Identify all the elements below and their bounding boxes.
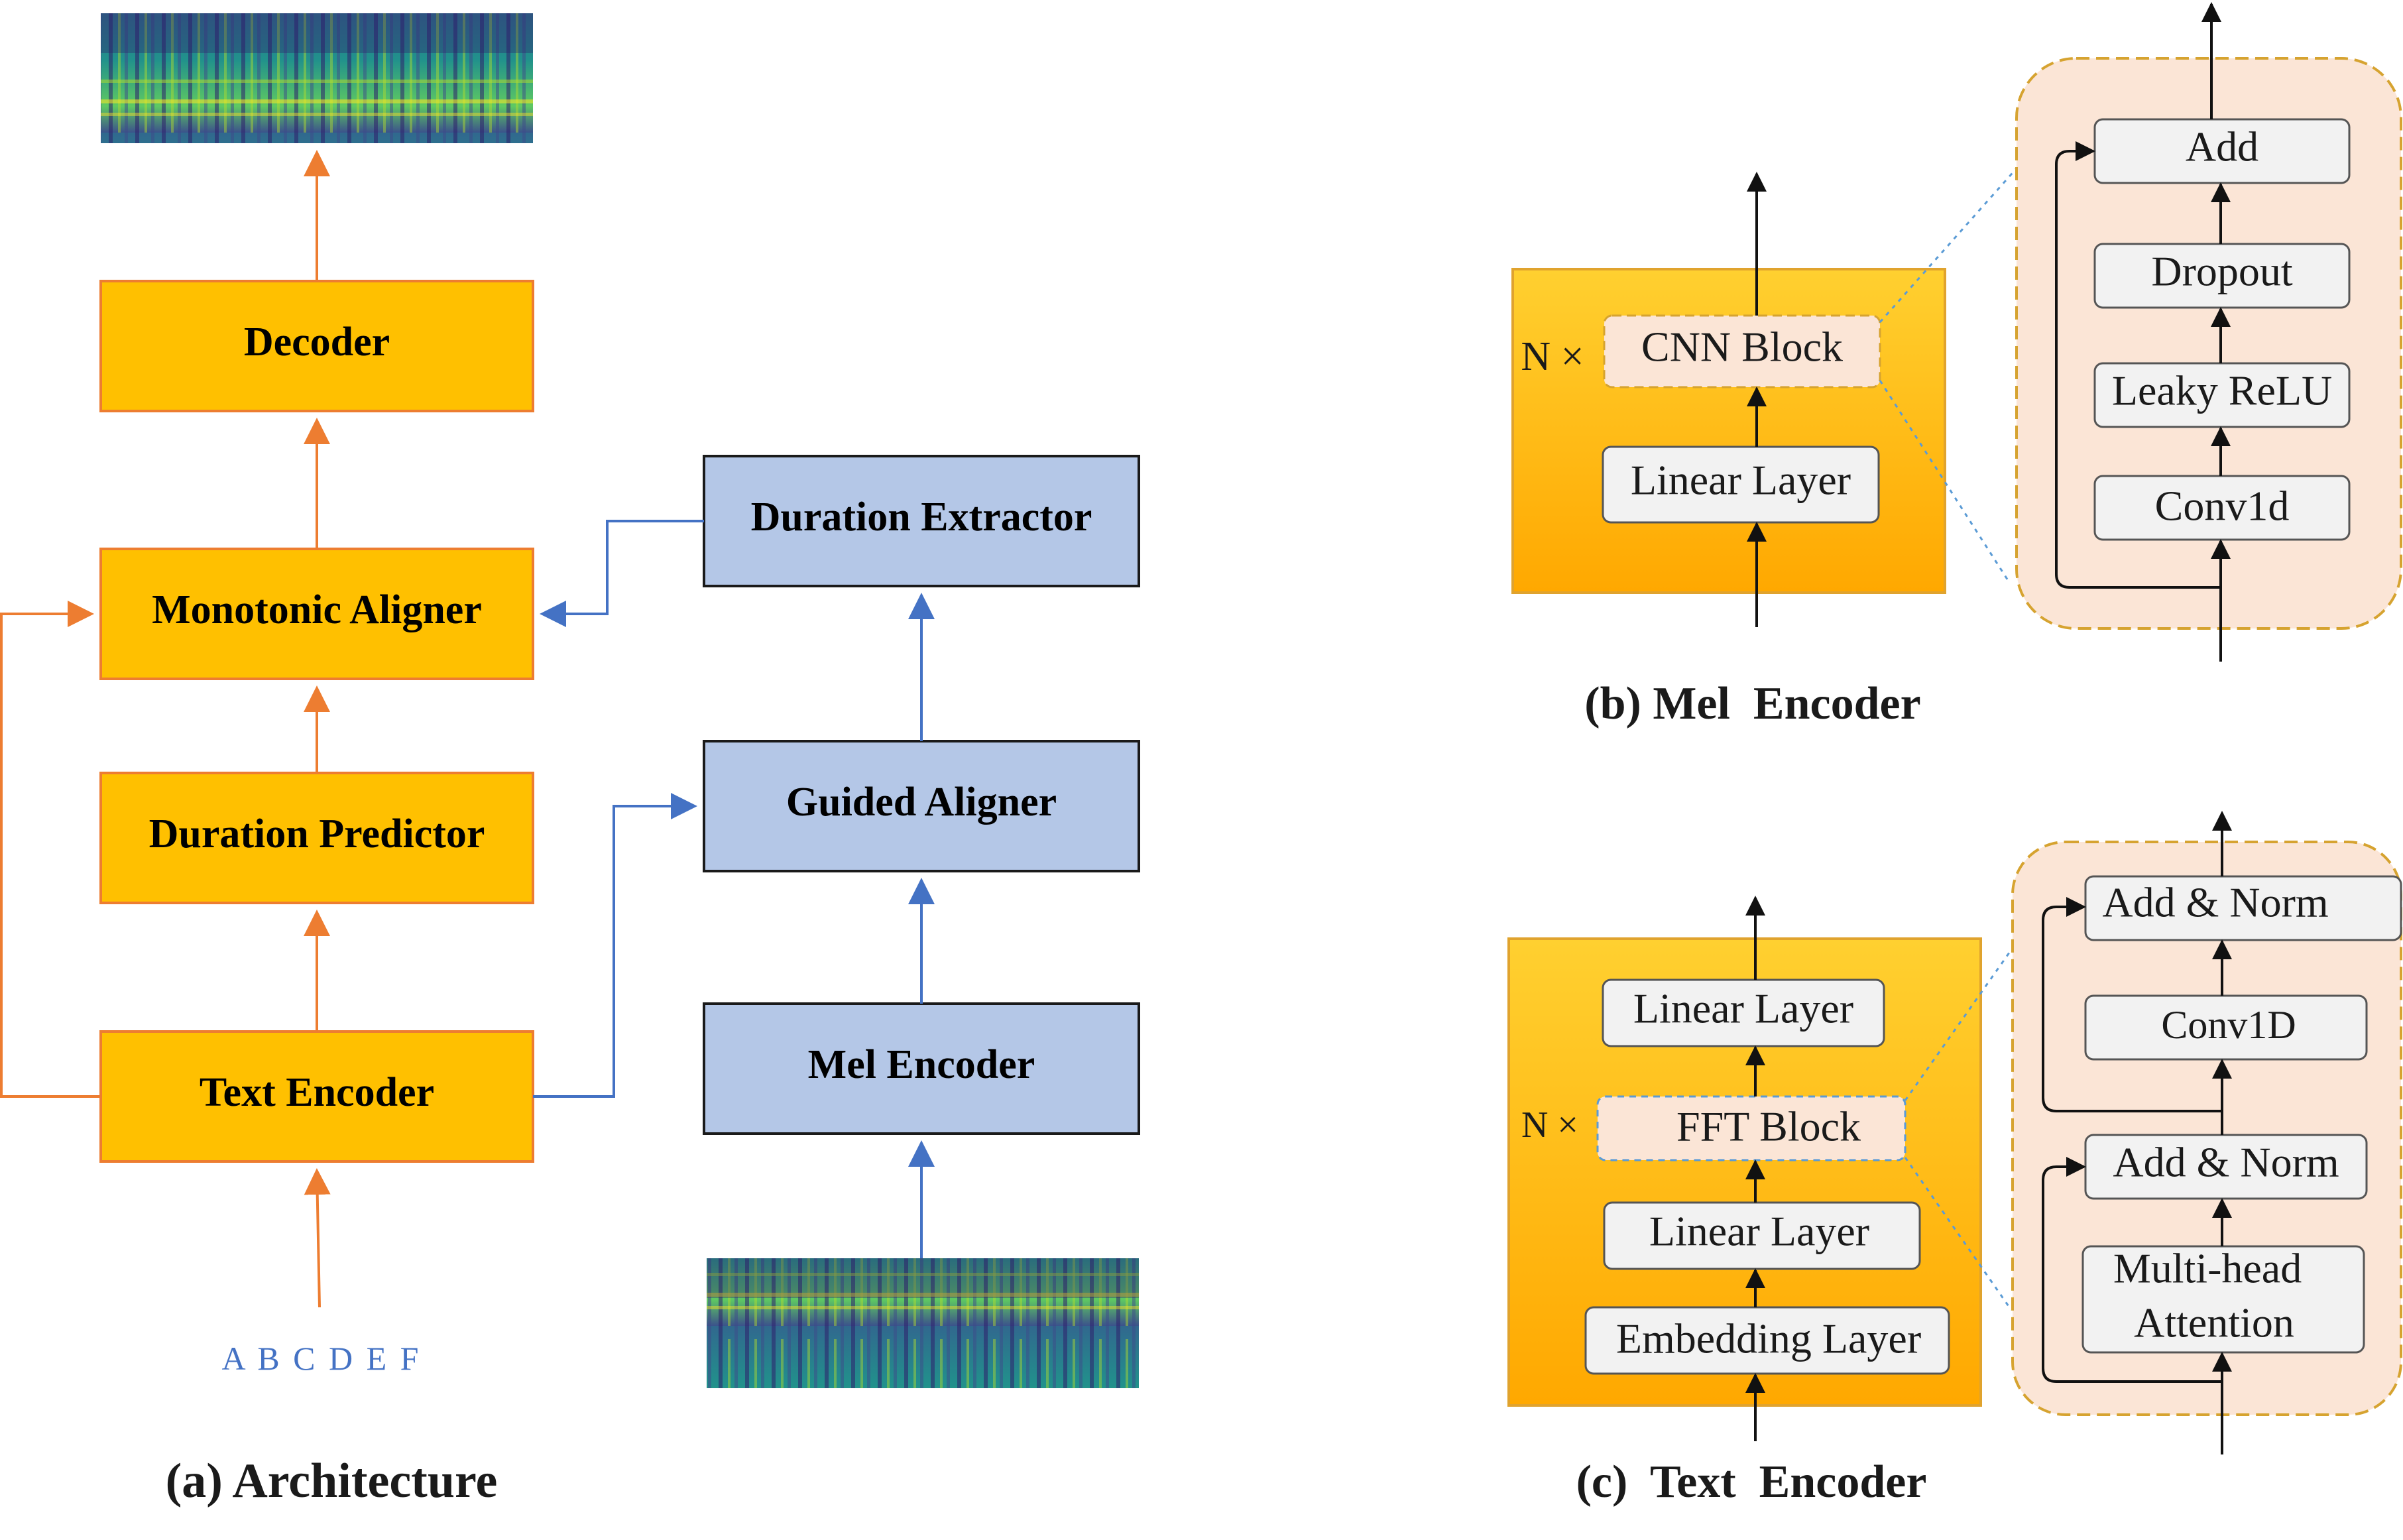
text-fft-block-label: FFT Block (1676, 1103, 1861, 1150)
fft-add-norm-top-box: Add & Norm (2084, 875, 2402, 941)
mel-cnn-block-label: CNN Block (1641, 324, 1843, 371)
caption-mel-encoder: (b) Mel Encoder (1584, 678, 1920, 729)
fft-multihead-line2: Attention (2134, 1299, 2294, 1346)
mel-encoder-label: Mel Encoder (808, 1042, 1035, 1087)
cnn-leaky-relu-label: Leaky ReLU (2112, 367, 2332, 414)
text-linear-layer-bottom: Linear Layer (1603, 1201, 1921, 1270)
decoder-box: Decoder (99, 280, 534, 412)
text-dotted-links (1904, 947, 2014, 1311)
mel-cnn-block: CNN Block (1603, 314, 1881, 388)
cnn-conv1d-label: Conv1d (2155, 483, 2290, 530)
duration-predictor-box: Duration Predictor (99, 772, 534, 904)
text-encoder-label: Text Encoder (200, 1070, 434, 1115)
cnn-dropout-label: Dropout (2151, 248, 2293, 295)
fft-conv1d-label: Conv1D (2161, 1003, 2296, 1047)
duration-extractor-box: Duration Extractor (703, 455, 1140, 587)
cnn-add-label: Add (2186, 123, 2258, 170)
mel-linear-layer: Linear Layer (1602, 445, 1880, 524)
monotonic-aligner-box: Monotonic Aligner (99, 548, 534, 680)
fft-multihead-attention-box: Multi-head Attention (2081, 1245, 2365, 1354)
blue-arrows (533, 520, 935, 1258)
fft-add-norm-bottom-label: Add & Norm (2113, 1139, 2339, 1186)
duration-extractor-label: Duration Extractor (751, 495, 1092, 540)
mel-linear-layer-label: Linear Layer (1631, 457, 1851, 504)
text-linear-layer-top-label: Linear Layer (1633, 985, 1853, 1032)
text-fft-block: FFT Block (1596, 1095, 1906, 1161)
fft-multihead-line1: Multi-head (2113, 1245, 2302, 1292)
guided-aligner-box: Guided Aligner (703, 740, 1140, 872)
spectrogram-input-icon (707, 1258, 1139, 1388)
text-encoder-box: Text Encoder (99, 1030, 534, 1163)
duration-predictor-label: Duration Predictor (149, 811, 485, 857)
fft-detail-arrows (2042, 811, 2232, 1454)
input-text: A B C D E F (221, 1340, 421, 1377)
fft-add-norm-top-label: Add & Norm (2102, 879, 2328, 926)
text-linear-layer-top: Linear Layer (1602, 978, 1885, 1047)
fft-conv1d-box: Conv1D (2084, 994, 2368, 1061)
caption-text-encoder: (c) Text Encoder (1576, 1456, 1927, 1508)
cnn-detail-arrows (2055, 2, 2231, 662)
text-linear-layer-bottom-label: Linear Layer (1649, 1208, 1869, 1255)
cnn-conv1d-box: Conv1d (2093, 475, 2351, 541)
cnn-dropout-box: Dropout (2093, 243, 2351, 309)
caption-architecture: (a) Architecture (166, 1454, 498, 1508)
monotonic-aligner-label: Monotonic Aligner (152, 587, 482, 632)
guided-aligner-label: Guided Aligner (786, 780, 1057, 825)
spectrogram-output-icon (101, 13, 533, 143)
decoder-label: Decoder (244, 320, 390, 365)
orange-arrows (0, 150, 331, 1308)
cnn-add-box: Add (2093, 118, 2351, 184)
text-embedding-layer: Embedding Layer (1584, 1306, 1950, 1375)
text-embedding-layer-label: Embedding Layer (1616, 1315, 1921, 1362)
text-repeat-label: N × (1521, 1104, 1578, 1146)
fft-add-norm-bottom-box: Add & Norm (2084, 1134, 2368, 1200)
mel-repeat-label: N × (1521, 334, 1584, 379)
mel-encoder-box: Mel Encoder (703, 1002, 1140, 1135)
cnn-leaky-relu-box: Leaky ReLU (2093, 362, 2351, 428)
mel-dotted-links (1879, 168, 2018, 584)
